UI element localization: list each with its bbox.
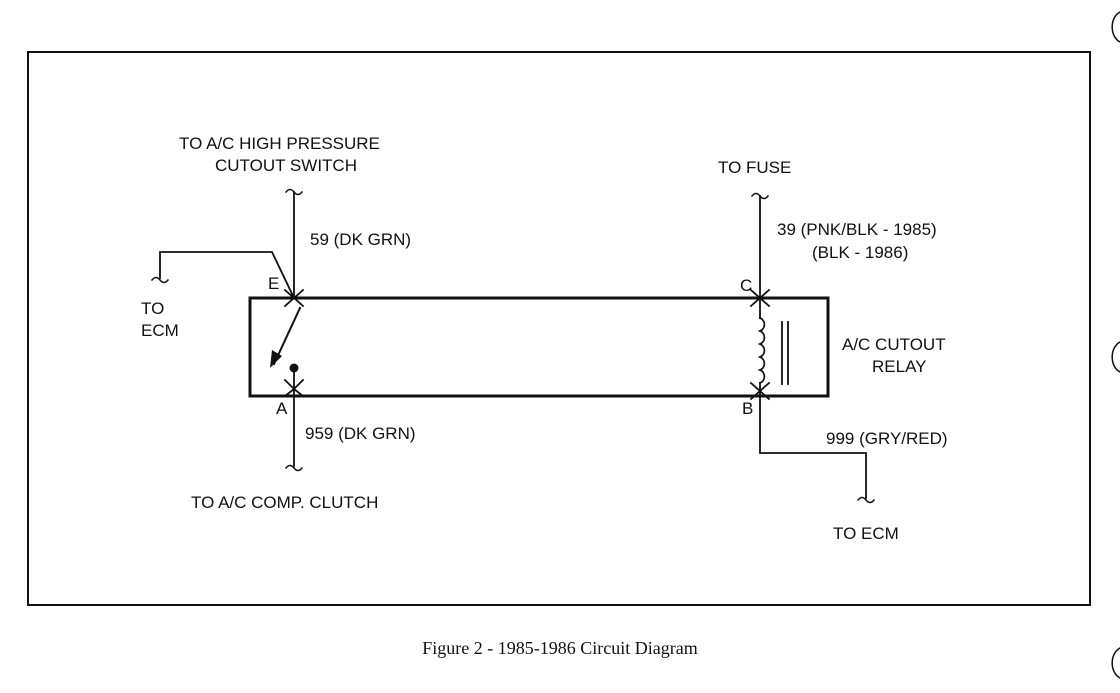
break-mark-ecm-left [150,276,170,284]
relay-box [248,296,830,398]
label-pin-a: A [276,399,288,418]
wire-to-ecm-left [159,251,296,300]
switch-arm-arrowhead [270,350,282,368]
wire-999-line [759,390,867,499]
margin-mark-1 [1111,11,1120,43]
label-wire-39-2: (BLK - 1986) [812,243,908,262]
label-pin-b: B [742,399,753,418]
margin-mark-3 [1111,647,1120,679]
relay-coil [757,316,766,385]
label-hp-switch-2: CUTOUT SWITCH [215,156,357,175]
label-wire-39-1: 39 (PNK/BLK - 1985) [777,220,937,239]
label-to-fuse: TO FUSE [718,158,791,177]
label-to-comp-clutch: TO A/C COMP. CLUTCH [191,493,378,512]
label-pin-c: C [740,276,752,295]
label-relay-1: A/C CUTOUT [842,335,946,354]
label-wire-959: 959 (DK GRN) [305,424,416,443]
label-wire-59: 59 (DK GRN) [310,230,411,249]
label-relay-2: RELAY [872,357,927,376]
margin-mark-2 [1111,341,1120,373]
break-mark-bottom-right [856,496,876,504]
switch-pivot-dot [289,363,299,373]
label-to-ecm-left-2: ECM [141,321,179,340]
outer-frame [27,51,1091,606]
break-mark-top-right [750,192,770,200]
break-mark-top-left [284,188,304,196]
label-wire-999: 999 (GRY/RED) [826,429,948,448]
figure-caption: Figure 2 - 1985-1986 Circuit Diagram [422,638,698,658]
label-to-ecm-right: TO ECM [833,524,899,543]
label-hp-switch-1: TO A/C HIGH PRESSURE [179,134,380,153]
label-pin-e: E [268,274,279,293]
break-mark-bottom-left [284,464,304,472]
label-to-ecm-left-1: TO [141,299,164,318]
